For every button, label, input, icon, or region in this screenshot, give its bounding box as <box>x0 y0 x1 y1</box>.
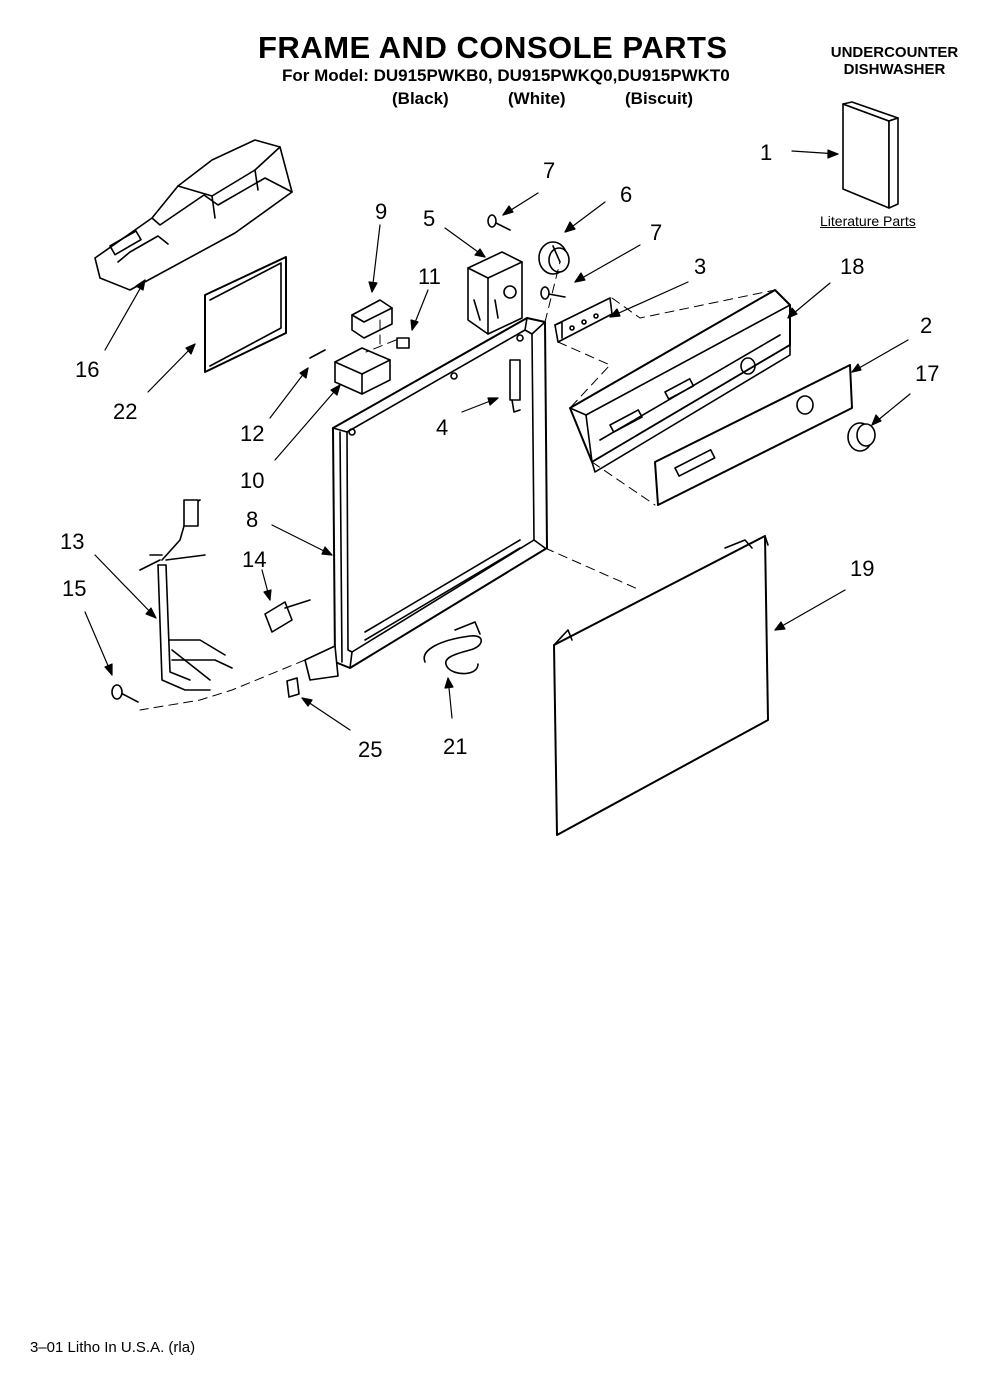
print-footer: 3–01 Litho In U.S.A. (rla) <box>30 1339 196 1356</box>
part-switch-9 <box>351 299 393 339</box>
part-literature <box>842 101 899 209</box>
callout-11: 11 <box>418 264 441 289</box>
callout-14: 14 <box>242 547 267 572</box>
callout-6: 6 <box>620 182 633 207</box>
callout-7-upper: 7 <box>543 158 556 183</box>
callout-13: 13 <box>60 529 85 554</box>
part-panel-22 <box>204 256 287 373</box>
part-screw-15 <box>111 684 139 703</box>
callout-16: 16 <box>75 357 100 382</box>
color-biscuit: (Biscuit) <box>625 89 693 108</box>
color-white: (White) <box>508 89 566 108</box>
part-clip-11 <box>396 337 410 349</box>
part-holder-10 <box>334 347 391 395</box>
model-numbers: For Model: DU915PWKB0, DU915PWKQ0,DU915P… <box>282 66 730 85</box>
part-sensor <box>264 599 311 633</box>
part-console <box>569 289 791 473</box>
callout-8: 8 <box>246 507 259 532</box>
callout-7-lower: 7 <box>650 220 663 245</box>
part-console-panel <box>654 364 853 506</box>
callout-10: 10 <box>240 468 265 493</box>
callout-9: 9 <box>375 199 388 224</box>
color-black: (Black) <box>392 89 449 108</box>
part-pin-12 <box>309 349 326 359</box>
assembly-lines <box>139 261 776 711</box>
product-line-2: DISHWASHER <box>843 61 946 78</box>
product-line-1: UNDERCOUNTER <box>830 44 959 61</box>
part-screw-upper <box>487 214 511 231</box>
part-dial <box>538 241 570 275</box>
part-control <box>467 251 523 335</box>
callout-2: 2 <box>920 313 933 338</box>
literature-parts-label: Literature Parts <box>820 213 916 229</box>
callout-21: 21 <box>443 734 468 759</box>
part-access-panel <box>553 535 769 836</box>
callout-3: 3 <box>694 254 707 279</box>
leader-lines <box>84 149 911 731</box>
part-strap <box>423 621 483 675</box>
callout-15: 15 <box>62 576 87 601</box>
part-frame <box>304 317 548 681</box>
callout-18: 18 <box>840 254 865 279</box>
callout-1: 1 <box>760 140 773 165</box>
product-type: UNDERCOUNTER DISHWASHER <box>822 44 967 78</box>
part-knob <box>847 422 876 452</box>
page-title: FRAME AND CONSOLE PARTS <box>258 30 728 65</box>
part-wire-harness <box>139 499 233 691</box>
callout-5: 5 <box>423 206 436 231</box>
callout-19: 19 <box>850 556 875 581</box>
callout-22: 22 <box>113 399 138 424</box>
part-clip-25 <box>286 677 300 698</box>
callout-25: 25 <box>358 737 383 762</box>
part-upper-housing <box>94 139 293 291</box>
part-bracket <box>554 297 613 343</box>
part-screw-lower <box>540 286 566 300</box>
callout-12: 12 <box>240 421 265 446</box>
callout-4: 4 <box>436 415 449 440</box>
callout-17: 17 <box>915 361 940 386</box>
